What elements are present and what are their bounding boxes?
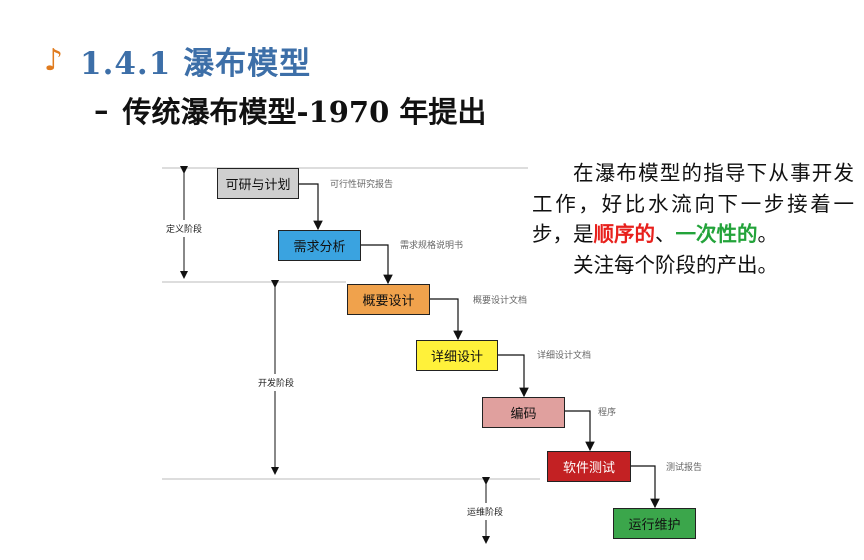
doc-feasibility-report: 可行性研究报告 xyxy=(330,180,394,190)
explanation-separator: 、 xyxy=(655,222,676,246)
step-software-testing: 软件测试 xyxy=(547,451,631,482)
step-feasibility-planning: 可研与计划 xyxy=(217,168,299,199)
phase-label-development: 开发阶段 xyxy=(258,374,295,391)
slide-subheading: – 传统瀑布模型-1970 年提出 xyxy=(94,88,486,132)
explanation-text-main: 在瀑布模型的指导下从事开发工作，好比水流向下一步接着一步，是 xyxy=(532,161,854,246)
subheading-dash: – xyxy=(94,93,109,127)
music-note-icon: ♪ xyxy=(44,42,64,78)
step-operation-maintenance: 运行维护 xyxy=(613,508,696,539)
doc-requirements-spec: 需求规格说明书 xyxy=(400,241,464,251)
step-coding: 编码 xyxy=(482,397,565,428)
explanation-paragraph-2: 关注每个阶段的产出。 xyxy=(573,252,778,277)
explanation-text: 在瀑布模型的指导下从事开发工作，好比水流向下一步接着一步，是顺序的、一次性的。 … xyxy=(532,158,854,280)
step-outline-design: 概要设计 xyxy=(347,284,430,315)
doc-program: 程序 xyxy=(598,408,617,418)
arrow-coding-to-testing xyxy=(564,410,595,452)
arrow-outline-to-detailed xyxy=(429,298,463,341)
arrow-testing-to-maintenance xyxy=(630,465,660,509)
doc-detailed-design: 详细设计文档 xyxy=(537,351,592,361)
heading-title: 1.4.1 瀑布模型 xyxy=(80,45,312,82)
phase-label-maintenance: 运维阶段 xyxy=(467,503,504,520)
arrow-plan-to-requirements xyxy=(298,183,323,231)
doc-test-report: 测试报告 xyxy=(666,463,703,473)
subheading-text: 传统瀑布模型-1970 年提出 xyxy=(122,95,487,129)
phase-label-definition: 定义阶段 xyxy=(166,220,203,237)
highlight-sequential: 顺序的 xyxy=(593,222,656,246)
explanation-paragraph-1: 在瀑布模型的指导下从事开发工作，好比水流向下一步接着一步，是顺序的、一次性的。 xyxy=(532,158,854,250)
explanation-period: 。 xyxy=(757,222,779,246)
slide-heading: ♪ 1.4.1 瀑布模型 xyxy=(44,38,311,82)
step-detailed-design: 详细设计 xyxy=(416,340,498,371)
arrow-detailed-to-coding xyxy=(497,354,529,398)
highlight-one-time: 一次性的 xyxy=(675,222,758,246)
doc-outline-design: 概要设计文档 xyxy=(473,296,528,306)
arrow-requirements-to-outline xyxy=(360,244,393,285)
step-requirements-analysis: 需求分析 xyxy=(278,230,361,261)
